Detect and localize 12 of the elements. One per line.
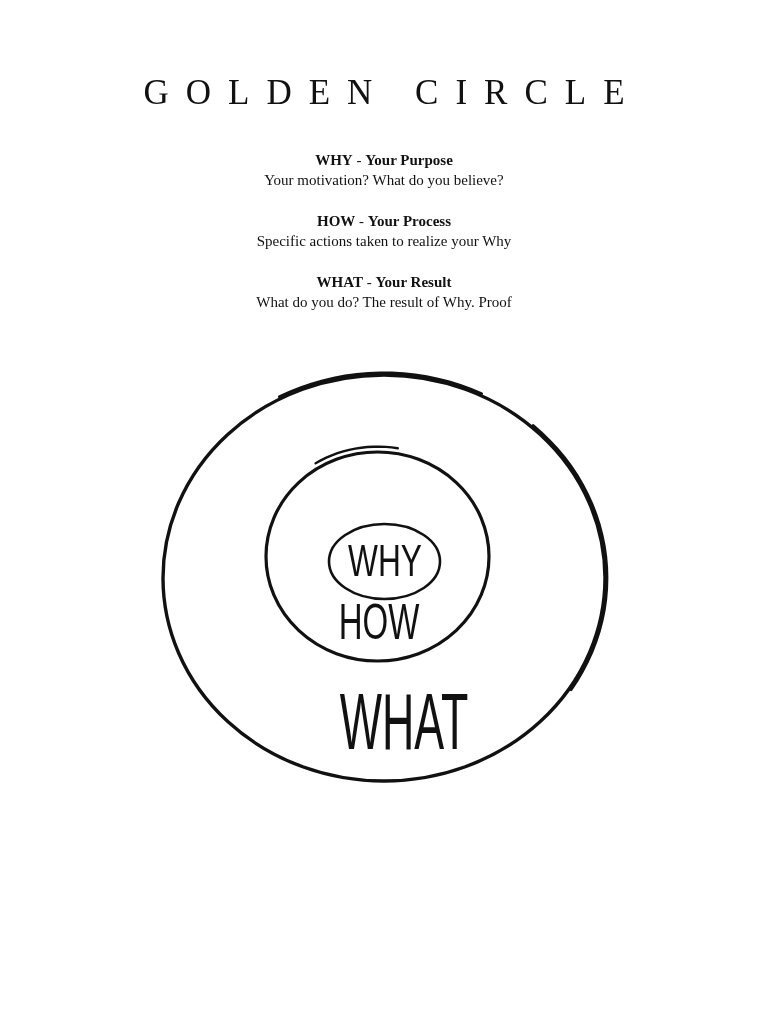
section-description: Your motivation? What do you believe? [264, 171, 504, 190]
handwritten-label: WHY [347, 539, 422, 583]
handwritten-label: HOW [338, 597, 420, 647]
handwritten-label: WHAT [339, 682, 469, 762]
section-heading: WHAT - Your Result [316, 273, 452, 292]
section-description: Specific actions taken to realize your Why [256, 232, 512, 251]
outer-circle [160, 372, 608, 784]
section-description: What do you do? The result of Why. Proof [256, 293, 512, 312]
section-heading: HOW - Your Process [316, 212, 451, 231]
section-heading: WHY - Your Purpose [315, 151, 453, 170]
page-title: GOLDEN CIRCLE [143, 72, 642, 114]
inner-circle [327, 522, 442, 601]
